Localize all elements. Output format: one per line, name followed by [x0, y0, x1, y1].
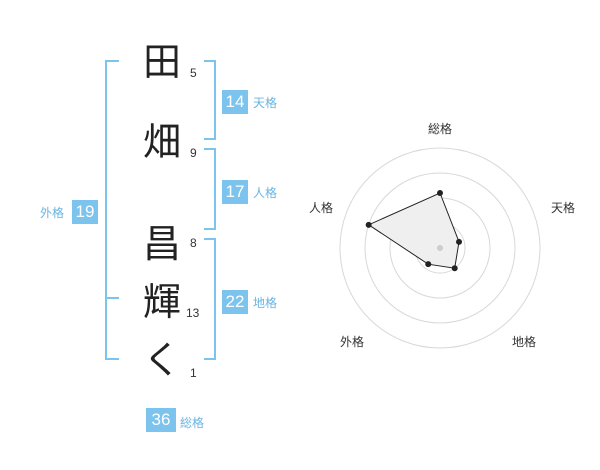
radar-point: [456, 238, 463, 245]
radar-point: [437, 190, 443, 196]
name-char-3: 昌: [142, 222, 181, 266]
name-char-4: 輝: [142, 280, 181, 324]
jinkaku-label: 人格: [253, 186, 278, 200]
tenkaku-label: 天格: [253, 96, 278, 110]
stroke-count-5: 1: [190, 366, 197, 380]
soukaku-badge: 36: [146, 408, 176, 432]
radar-axis-label-jinkaku: 人格: [309, 200, 333, 215]
radar-points: [365, 190, 463, 272]
chikaku-label: 地格: [253, 296, 278, 310]
name-char-5: く: [142, 338, 181, 382]
radar-axis-label-gaikaku: 外格: [340, 334, 364, 349]
radar-axis-label-tenkaku: 天格: [551, 200, 575, 215]
radar-axis-label-chikaku: 地格: [512, 334, 536, 349]
radar-area: [367, 192, 460, 269]
radar-center: [437, 245, 443, 251]
jinkaku-badge: 17: [222, 180, 248, 204]
stroke-count-4: 13: [186, 306, 200, 320]
name-char-2: 畑: [142, 120, 181, 164]
gaikaku-label: 外格: [40, 206, 65, 220]
radar-point: [365, 221, 372, 228]
chikaku-badge: 22: [222, 290, 248, 314]
stroke-count-1: 5: [190, 66, 197, 80]
radar-point: [425, 261, 432, 268]
radar-ring: [339, 147, 541, 349]
tenkaku-badge: 14: [222, 90, 248, 114]
radar-axis-label-soukaku: 総格: [428, 121, 452, 136]
radar-point: [451, 265, 458, 272]
stroke-count-2: 9: [190, 146, 197, 160]
soukaku-label: 総格: [180, 416, 205, 430]
name-char-1: 田: [142, 40, 181, 84]
gaikaku-badge: 19: [72, 200, 98, 224]
radar-ring: [364, 172, 516, 324]
stroke-count-3: 8: [190, 236, 197, 250]
